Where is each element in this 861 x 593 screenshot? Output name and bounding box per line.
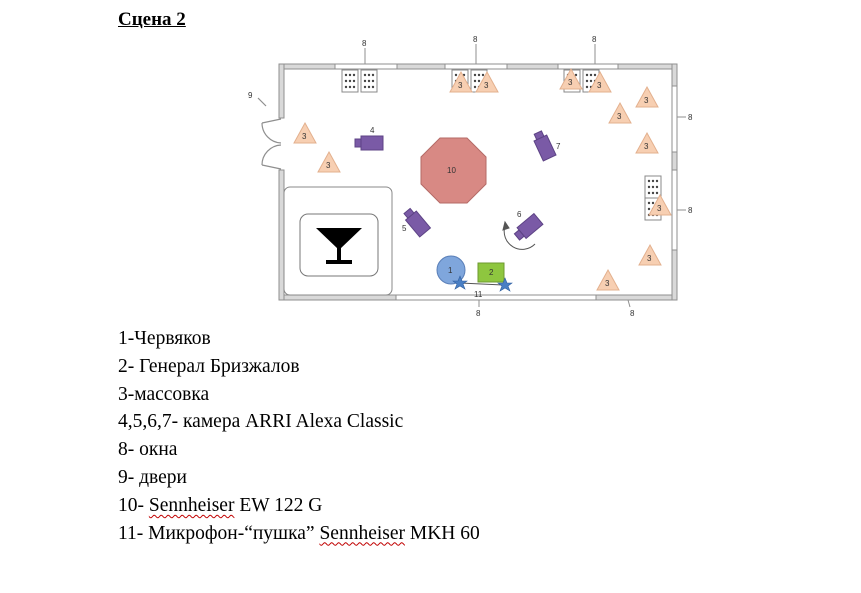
legend-item: 9- двери [118, 466, 187, 488]
window-label: 8 [592, 35, 597, 44]
svg-text:3: 3 [644, 96, 649, 105]
camera-move-arrow-icon [502, 220, 536, 250]
window-label: 8 [688, 113, 693, 122]
legend-item: 3-массовка [118, 383, 210, 405]
legend-item: 1-Червяков [118, 328, 211, 349]
extras-marker: 3 [608, 102, 632, 124]
window-label: 8 [630, 309, 635, 318]
svg-text:3: 3 [484, 81, 489, 90]
extras-marker: 3 [293, 122, 317, 144]
extras-marker: 3 [638, 244, 662, 266]
radio-mic-label: 10 [447, 166, 456, 175]
camera-6-icon: 6 [511, 210, 544, 243]
legend-list: 1-Червяков 2- Генерал Бризжалов 3-массов… [118, 325, 480, 547]
legend-item: 8- окна [118, 439, 178, 461]
svg-text:3: 3 [605, 279, 610, 288]
extras-group: 3 3 3 3 3 3 3 3 3 3 3 3 [293, 68, 672, 291]
spellcheck-word: Sennheiser [148, 494, 235, 516]
svg-text:1: 1 [448, 266, 453, 275]
camera-4-icon: 4 [354, 126, 384, 151]
window-label: 8 [476, 309, 481, 318]
legend-item: 2- Генерал Бризжалов [118, 355, 300, 377]
svg-text:3: 3 [647, 254, 652, 263]
extras-marker: 3 [588, 71, 612, 93]
extras-marker: 3 [635, 86, 659, 108]
svg-text:3: 3 [458, 81, 463, 90]
legend-item: 11- Микрофон-“пушка” Sennheiser MKH 60 [118, 522, 480, 544]
bar-area [283, 186, 393, 296]
extras-marker: 3 [559, 68, 583, 90]
svg-text:3: 3 [644, 142, 649, 151]
cameras: 4 5 6 7 [354, 126, 561, 243]
svg-text:3: 3 [326, 161, 331, 170]
svg-text:3: 3 [568, 78, 573, 87]
window-label-leaders [364, 44, 686, 308]
window-label: 8 [473, 35, 478, 44]
window-label: 8 [688, 206, 693, 215]
actor-2-marker: 2 [477, 262, 505, 283]
extras-marker: 3 [648, 194, 672, 216]
svg-text:3: 3 [302, 132, 307, 141]
extras-marker: 3 [449, 71, 473, 93]
svg-text:6: 6 [517, 210, 522, 219]
actor-1-marker: 1 [436, 255, 466, 285]
svg-text:4: 4 [370, 126, 375, 135]
camera-7-icon: 7 [530, 129, 561, 162]
door-label: 9 [248, 91, 253, 100]
boom-mic-label: 11 [474, 290, 483, 299]
extras-marker: 3 [635, 132, 659, 154]
page-title: Сцена 2 [118, 9, 186, 30]
door-icon [257, 97, 282, 170]
extras-marker: 3 [596, 269, 620, 291]
actors: 1 2 [436, 255, 505, 285]
svg-text:7: 7 [556, 142, 561, 151]
legend-item: 10- Sennheiser EW 122 G [118, 494, 323, 516]
cocktail-glass-icon [316, 228, 362, 264]
svg-text:3: 3 [597, 81, 602, 90]
svg-text:5: 5 [402, 224, 407, 233]
extras-marker: 3 [475, 71, 499, 93]
svg-text:3: 3 [657, 204, 662, 213]
camera-5-icon: 5 [401, 205, 431, 238]
window-label: 8 [362, 39, 367, 48]
svg-text:3: 3 [617, 112, 622, 121]
boom-mic-icon: 11 [452, 275, 513, 299]
legend-item: 4,5,6,7- камера ARRI Alexa Classic [118, 411, 404, 433]
svg-text:2: 2 [489, 268, 494, 277]
radio-mic-zone: 10 [420, 137, 487, 204]
spellcheck-word: Sennheiser [319, 522, 405, 544]
extras-marker: 3 [317, 151, 341, 173]
